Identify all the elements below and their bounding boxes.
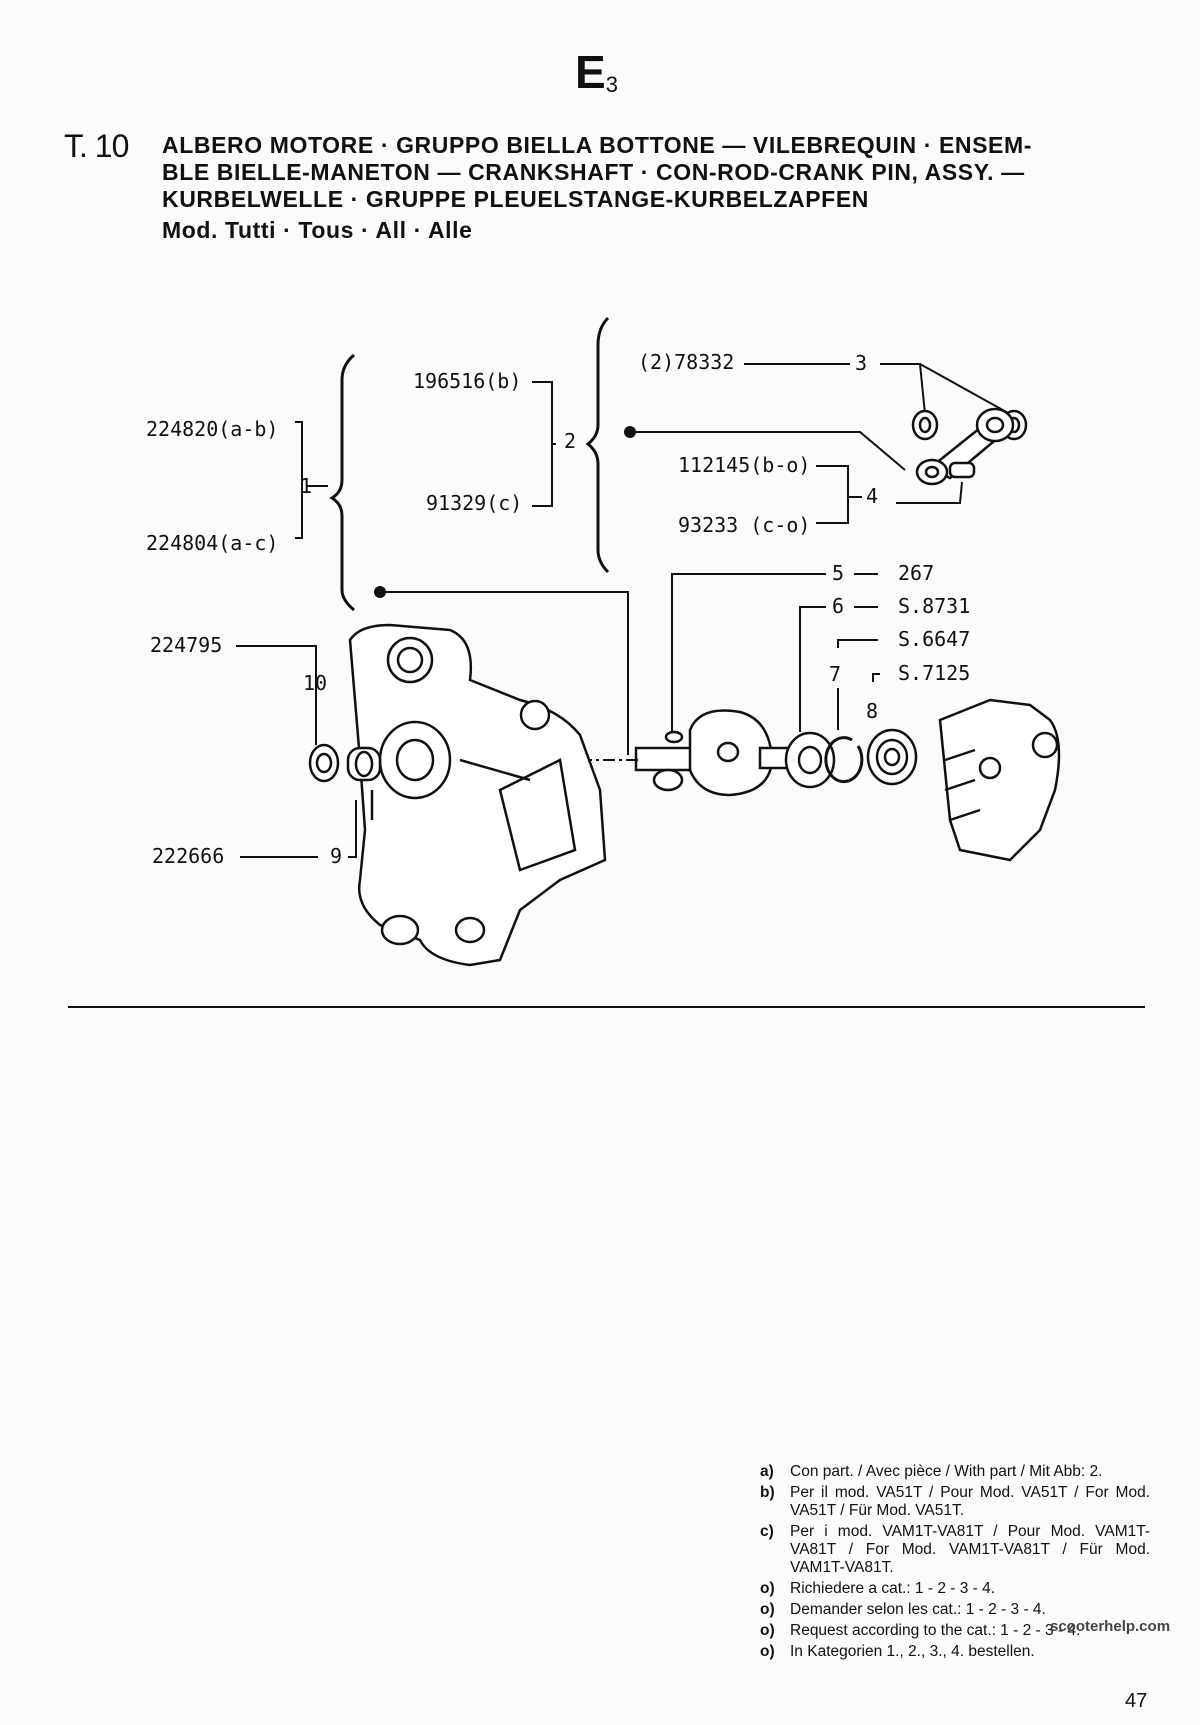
ref-1-label: 1	[300, 474, 312, 498]
section-subscript: 3	[605, 72, 618, 97]
footnote: o) In Kategorien 1., 2., 3., 4. bestellen…	[760, 1643, 1150, 1661]
footnote: a) Con part. / Avec pièce / With part / M…	[760, 1463, 1150, 1481]
footnote-text: Richiedere a cat.: 1 - 2 - 3 - 4.	[790, 1580, 996, 1597]
bearing-8-drawing	[866, 728, 918, 786]
crankcase-left-drawing	[348, 623, 607, 967]
title-line-1: ALBERO MOTORE · GRUPPO BIELLA BOTTONE — …	[162, 132, 1032, 158]
part-224820-label: 224820(a-b)	[146, 417, 278, 441]
footnote-text: Demander selon les cat.: 1 - 2 - 3 - 4.	[790, 1601, 1046, 1618]
roller-bearing-9-drawing	[346, 746, 382, 782]
leader-4	[896, 481, 963, 504]
leader-10	[236, 645, 317, 745]
footnote-key: b)	[760, 1484, 775, 1501]
part-267-label: 267	[898, 561, 934, 585]
leader-6	[799, 606, 826, 732]
footnote-key: o)	[760, 1580, 775, 1597]
leader-3-branches	[880, 363, 1011, 415]
ref-7-label: 7	[829, 662, 841, 686]
part-s6647-label: S.6647	[898, 627, 970, 651]
connecting-rod-drawing	[911, 407, 1028, 486]
ref-2-label: 2	[564, 429, 576, 453]
section-letter: E	[575, 46, 606, 98]
part-91329-label: 91329(c)	[426, 491, 522, 515]
footnote-text: Request according to the cat.: 1 - 2 - 3…	[790, 1622, 1081, 1639]
oil-seal-10-drawing	[308, 743, 340, 783]
footnotes: a) Con part. / Avec pièce / With part / M…	[760, 1463, 1150, 1664]
watermark: scooterhelp.com	[1050, 1618, 1171, 1635]
footnote-text: Per il mod. VA51T / Pour Mod. VA51T / Fo…	[790, 1484, 1150, 1519]
part-s8731-label: S.8731	[898, 594, 970, 618]
crankshaft-drawing	[634, 709, 812, 797]
table-id: T. 10	[64, 128, 129, 164]
crankcase-right-drawing	[938, 698, 1061, 862]
part-224804-label: 224804(a-c)	[146, 531, 278, 555]
footnote-key: o)	[760, 1622, 775, 1639]
title-line-2: BLE BIELLE-MANETON — CRANKSHAFT · CON-RO…	[162, 159, 1025, 185]
leader-5	[671, 573, 826, 738]
footnote-text: In Kategorien 1., 2., 3., 4. bestellen.	[790, 1643, 1035, 1660]
part-222666-label: 222666	[152, 844, 224, 868]
ref-6-label: 6	[832, 594, 844, 618]
part-224795-label: 224795	[150, 633, 222, 657]
ref-3-label: 3	[855, 351, 867, 375]
group-2-callouts	[532, 316, 610, 574]
part-78332-label: (2)78332	[638, 350, 734, 374]
footnote-key: a)	[760, 1463, 774, 1480]
part-196516-label: 196516(b)	[413, 369, 521, 393]
leader-dot-group-2	[624, 426, 636, 438]
footnote: b) Per il mod. VA51T / Pour Mod. VA51T / …	[760, 1484, 1150, 1520]
ref-9-label: 9	[330, 844, 342, 868]
footnote-key: o)	[760, 1643, 775, 1660]
footnote-key: o)	[760, 1601, 775, 1618]
section-code: E3	[575, 45, 618, 99]
leader-9	[348, 800, 357, 858]
ref-8-label: 8	[866, 699, 878, 723]
footnote: c) Per i mod. VAM1T-VA81T / Pour Mod. VAM…	[760, 1523, 1150, 1577]
footnote: o) Richiedere a cat.: 1 - 2 - 3 - 4.	[760, 1580, 1150, 1598]
footnote: o) Demander selon les cat.: 1 - 2 - 3 - 4…	[760, 1601, 1150, 1619]
leader-dot-group-1	[374, 586, 386, 598]
leader-group-2	[636, 431, 906, 471]
ref-5-label: 5	[832, 561, 844, 585]
part-112145-label: 112145(b-o)	[678, 453, 810, 477]
footnote-text: Con part. / Avec pièce / With part / Mit…	[790, 1463, 1103, 1480]
footnote-text: Per i mod. VAM1T-VA81T / Pour Mod. VAM1T…	[790, 1523, 1150, 1576]
part-s7125-label: S.7125	[898, 661, 970, 685]
page-number: 47	[1125, 1690, 1148, 1712]
footnote: o) Request according to the cat.: 1 - 2 -…	[760, 1622, 1150, 1640]
part-93233-label: 93233 (c-o)	[678, 513, 810, 537]
ref-10-label: 10	[303, 671, 327, 695]
title-line-4: Mod. Tutti · Tous · All · Alle	[162, 217, 473, 243]
circlip-7-drawing	[824, 736, 864, 784]
group-1-callouts	[295, 353, 355, 612]
title-line-3: KURBELWELLE · GRUPPE PLEUELSTANGE-KURBEL…	[162, 186, 869, 212]
ref-4-label: 4	[866, 484, 878, 508]
oil-seal-6-drawing	[784, 731, 836, 789]
footnote-key: c)	[760, 1523, 774, 1540]
leader-group-1	[386, 591, 629, 755]
bracket-4	[816, 465, 862, 524]
exploded-parts-diagram: 224820(a-b) 224804(a-c) 1 196516(b) 9132…	[68, 316, 1145, 1008]
